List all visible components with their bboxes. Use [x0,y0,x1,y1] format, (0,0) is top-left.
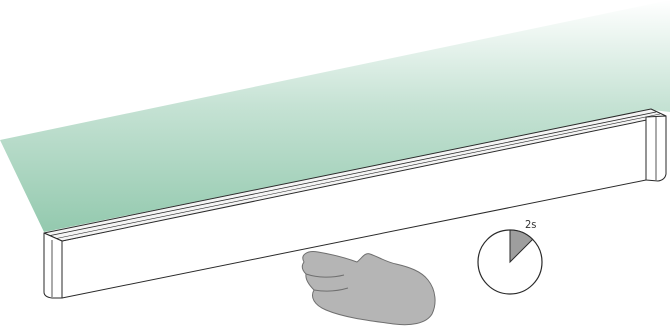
light-bar-top-groove [53,113,661,240]
timer-elapsed-wedge [509,229,534,264]
light-beam [0,0,670,232]
timer-label: 2s [525,218,536,231]
timer-icon: 2s [477,218,543,295]
light-bar-left-cap [43,232,63,299]
hand-gesture-icon [301,251,436,326]
light-bar-top-edge [47,111,657,237]
light-bar [43,108,667,299]
